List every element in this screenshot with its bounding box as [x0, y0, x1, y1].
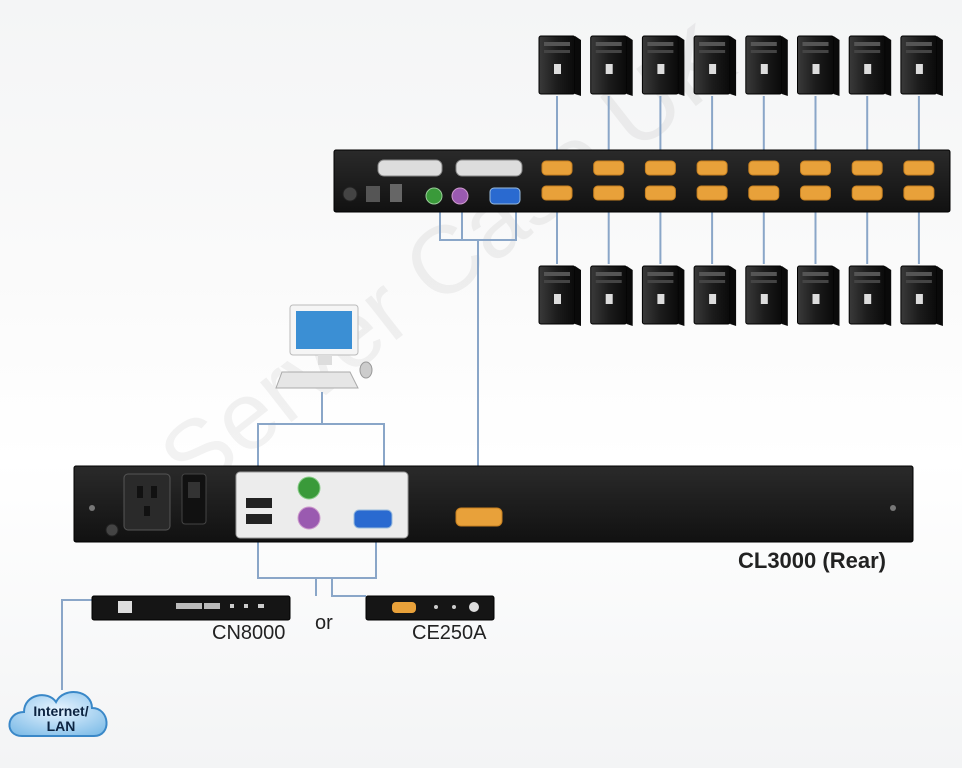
cable-group: [61, 96, 920, 690]
ps2-mouse-port: [297, 506, 321, 530]
server-port-top: [541, 160, 573, 176]
server-tower: [590, 265, 633, 326]
server-port-top: [696, 160, 728, 176]
power-jack: [469, 602, 479, 612]
internet-lan-label: Internet/ LAN: [18, 704, 104, 734]
server-tower: [745, 35, 788, 96]
power-switch: [181, 473, 207, 525]
internet-cloud: [8, 690, 108, 737]
server-port-top: [593, 160, 625, 176]
server-group: [538, 35, 943, 326]
keyboard: [275, 371, 359, 389]
ps2-mouse-port: [451, 187, 469, 205]
lan-port: [118, 601, 132, 613]
lan-label: LAN: [46, 718, 76, 734]
chain-port: [455, 507, 503, 527]
daisy-chain-port-in: [377, 159, 443, 177]
server-tower: [641, 265, 685, 326]
server-tower: [848, 265, 892, 326]
monitor-screen: [296, 311, 352, 349]
server-port-bottom: [644, 185, 676, 201]
server-tower: [641, 35, 685, 96]
console-port: [392, 602, 416, 613]
daisy-chain-port-out: [455, 159, 523, 177]
server-tower: [745, 265, 788, 326]
kvm-expansion-module: [333, 149, 951, 213]
mouse: [359, 361, 373, 379]
server-port-bottom: [800, 185, 831, 201]
or-label: or: [315, 612, 333, 634]
ce250a-device: [365, 595, 495, 621]
server-port-bottom: [593, 185, 625, 201]
ce250a-label: CE250A: [412, 622, 487, 644]
server-tower: [900, 35, 943, 96]
server-port-bottom: [903, 185, 935, 201]
ground-screw: [105, 523, 119, 537]
ps2-keyboard-port: [425, 187, 443, 205]
server-port-top: [903, 160, 935, 176]
cl3000-label: CL3000 (Rear): [738, 548, 886, 573]
vga-port: [353, 509, 393, 529]
power-switch: [342, 186, 358, 202]
rj45-port: [390, 184, 402, 202]
cn8000-label: CN8000: [212, 622, 286, 644]
monitor-stand: [318, 355, 332, 365]
usb-port-1: [246, 498, 272, 508]
power-socket: [366, 186, 380, 202]
server-port-top: [851, 160, 883, 176]
server-tower: [693, 265, 737, 326]
server-port-bottom: [696, 185, 728, 201]
connection-cable: [61, 599, 92, 690]
console-computer: [275, 304, 373, 389]
server-tower: [590, 35, 633, 96]
connection-cable: [257, 423, 385, 470]
server-tower: [797, 265, 840, 326]
connection-cable: [331, 578, 366, 597]
server-port-bottom: [851, 185, 883, 201]
server-tower: [797, 35, 840, 96]
server-port-top: [748, 160, 780, 176]
server-tower: [848, 35, 892, 96]
server-port-bottom: [748, 185, 780, 201]
power-socket: [123, 473, 171, 531]
server-tower: [538, 35, 581, 96]
cl3000-rear-panel: [73, 465, 914, 543]
server-tower: [693, 35, 737, 96]
server-port-bottom: [541, 185, 573, 201]
cn8000-device: [91, 595, 291, 621]
server-port-top: [644, 160, 676, 176]
internet-label: Internet/: [33, 703, 89, 719]
vga-console-port: [489, 187, 521, 205]
usb-port-2: [246, 514, 272, 524]
server-tower: [538, 265, 581, 326]
server-tower: [900, 265, 943, 326]
ps2-keyboard-port: [297, 476, 321, 500]
server-port-top: [800, 160, 831, 176]
kvm-port-bank: [541, 160, 935, 201]
